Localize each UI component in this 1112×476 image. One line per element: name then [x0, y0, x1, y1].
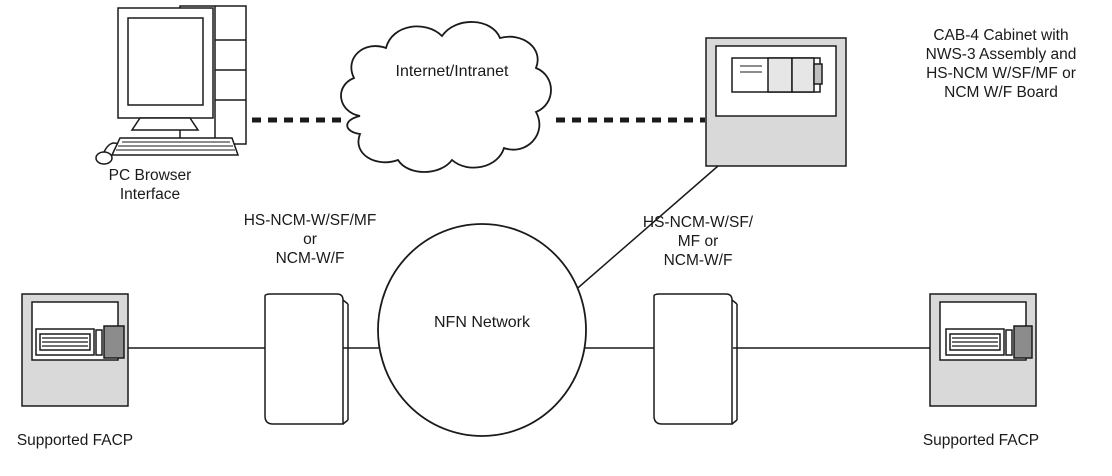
right-facp-label: Supported FACP	[906, 431, 1056, 450]
right-module-label-line-1: HS-NCM-W/SF/	[642, 214, 754, 231]
right-facp-icon	[929, 293, 1037, 407]
network-label: NFN Network	[433, 314, 530, 331]
left-facp-icon	[21, 293, 129, 407]
left-module-label: HS-NCM-W/SF/MF or NCM-W/F	[220, 211, 400, 268]
right-facp-label-text: Supported FACP	[922, 432, 1040, 449]
left-facp-label: Supported FACP	[0, 431, 150, 450]
pc-label-line-2: Interface	[119, 186, 181, 203]
internet-cloud-icon	[340, 21, 552, 173]
right-module-label-line-2: MF or	[677, 233, 719, 250]
cloud-label: Internet/Intranet	[395, 63, 509, 80]
nfn-network-circle	[377, 223, 587, 437]
left-module-label-line-1: HS-NCM-W/SF/MF	[243, 212, 377, 229]
right-ncm-module-icon	[653, 293, 738, 425]
left-module-label-line-2: or	[303, 231, 317, 248]
cabinet-network-link	[563, 165, 719, 301]
right-module-label: HS-NCM-W/SF/ MF or NCM-W/F	[618, 213, 778, 270]
cab4-cabinet-icon	[705, 37, 847, 167]
left-facp-label-text: Supported FACP	[16, 432, 134, 449]
left-ncm-module-icon	[264, 293, 349, 425]
cabinet-label: CAB-4 Cabinet with NWS-3 Assembly and HS…	[906, 26, 1096, 102]
right-module-label-line-3: NCM-W/F	[663, 252, 733, 269]
cabinet-label-line-3: HS-NCM W/SF/MF or	[926, 65, 1076, 82]
cabinet-label-line-4: NCM W/F Board	[944, 84, 1058, 101]
left-module-label-line-3: NCM-W/F	[275, 250, 345, 267]
cabinet-label-line-2: NWS-3 Assembly and	[925, 46, 1077, 63]
pc-workstation-icon	[95, 5, 247, 165]
cabinet-label-line-1: CAB-4 Cabinet with	[933, 27, 1069, 44]
pc-label: PC Browser Interface	[80, 166, 220, 204]
pc-label-line-1: PC Browser	[108, 167, 192, 184]
